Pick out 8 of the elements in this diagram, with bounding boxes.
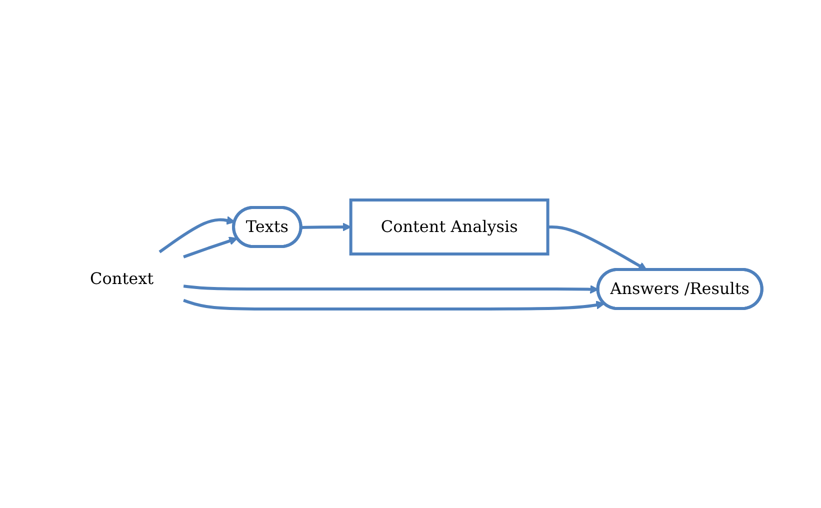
- node-text: Context: [90, 268, 154, 288]
- arrow: [182, 284, 598, 294]
- arrow: [182, 298, 604, 310]
- arrow: [547, 225, 647, 270]
- arrow: [300, 222, 351, 231]
- arrow: [158, 216, 235, 253]
- arrow: [182, 236, 238, 258]
- node-box: Content Analysis: [348, 198, 549, 255]
